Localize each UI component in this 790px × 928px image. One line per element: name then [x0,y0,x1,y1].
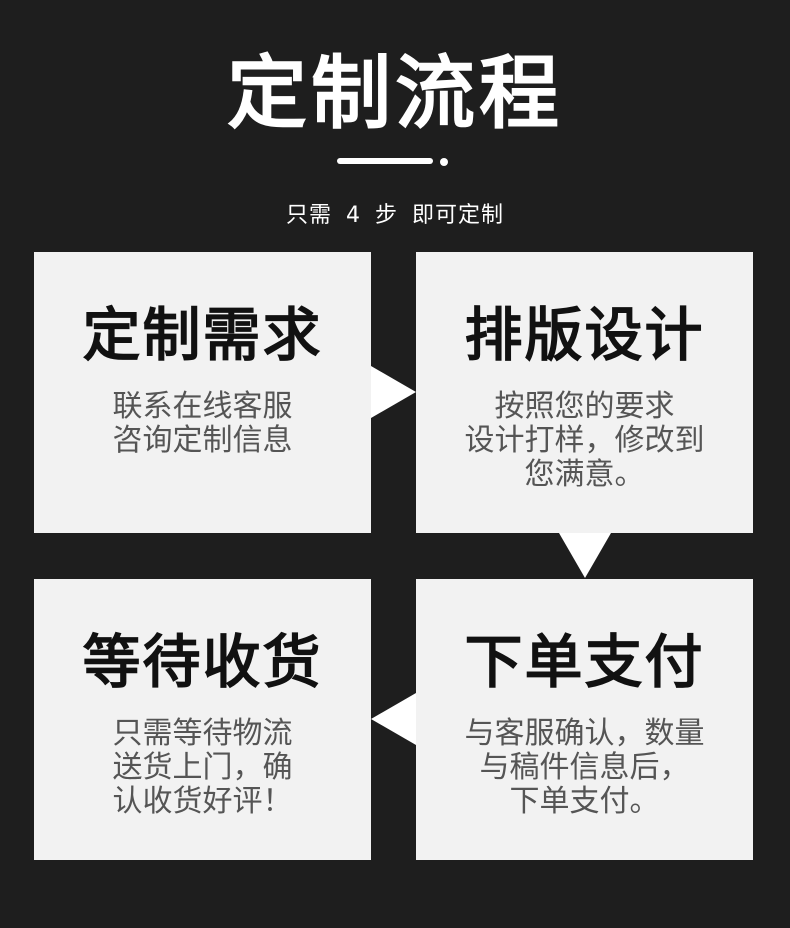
step-description-line: 送货上门，确 [112,750,293,785]
step-description-line: 与稿件信息后， [479,750,690,785]
title-underline-dot [440,158,448,166]
page-subtitle: 只需 4 步 即可定制 [286,203,504,228]
step-description: 只需等待物流 送货上门，确 认收货好评！ [44,717,361,819]
step-card-design: 排版设计 按照您的要求 设计打样，修改到 您满意。 [416,252,753,533]
step-description: 联系在线客服 咨询定制信息 [44,390,361,458]
step-heading: 定制需求 [82,301,323,369]
title-underline-bar [337,158,433,164]
step-heading: 下单支付 [464,628,705,696]
step-description-line: 联系在线客服 [112,389,293,424]
step-description-line: 与客服确认，数量 [464,716,705,751]
step-card-requirements: 定制需求 联系在线客服 咨询定制信息 [34,252,371,533]
step-description-line: 下单支付。 [509,784,660,819]
step-description-line: 咨询定制信息 [112,423,293,458]
page-title: 定制流程 [227,47,563,140]
arrow-left-icon [371,693,416,745]
step-description-line: 按照您的要求 [494,389,675,424]
step-heading: 排版设计 [464,301,705,369]
step-description-line: 认收货好评！ [112,784,293,819]
step-description: 与客服确认，数量 与稿件信息后， 下单支付。 [426,717,743,819]
step-description-line: 您满意。 [524,457,645,492]
arrow-right-icon [371,366,416,418]
step-description-line: 设计打样，修改到 [464,423,705,458]
step-card-receive: 等待收货 只需等待物流 送货上门，确 认收货好评！ [34,579,371,860]
arrow-down-icon [559,533,611,578]
step-description: 按照您的要求 设计打样，修改到 您满意。 [426,390,743,492]
step-card-payment: 下单支付 与客服确认，数量 与稿件信息后， 下单支付。 [416,579,753,860]
step-heading: 等待收货 [82,628,323,696]
step-description-line: 只需等待物流 [112,716,293,751]
